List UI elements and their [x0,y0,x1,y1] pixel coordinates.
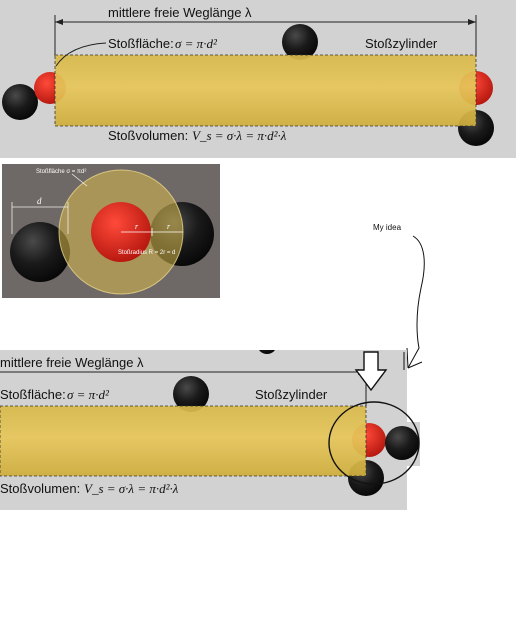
volume-label: Stoßvolumen: [108,128,188,143]
radius-label: Stoßradius R = 2r = d [118,250,175,256]
handwritten-arrow-head [406,347,423,369]
handwritten-circle [328,401,420,485]
mean-free-path-label: mittlere freie Weglänge λ [108,5,252,20]
area-label: Stoßfläche σ = πd² [36,169,86,175]
molecule-black [259,350,275,354]
molecule-black [2,84,38,120]
mean-free-path-label: mittlere freie Weglänge λ [0,355,144,370]
note-text: My idea [373,223,402,232]
r-label: r [167,222,171,231]
handwritten-curve [407,235,425,369]
arrow-head-left [55,19,63,25]
arrow-head-right [468,19,476,25]
cylinder-label: Stoßzylinder [365,36,438,51]
diagram-top-panel: mittlere freie Weglänge λ Stoßfläche: σ … [0,0,516,158]
cylinder-outline [0,405,367,477]
cross-section-formula: σ = π·d² [67,387,110,402]
molecule-black [10,222,70,282]
cross-section-label: Stoßfläche: [0,387,66,402]
d-label: d [37,196,42,206]
cylinder-outline [54,54,477,127]
collision-cylinder [0,406,366,476]
molecule-black [173,376,209,412]
collision-cylinder [55,55,476,126]
cylinder-label: Stoßzylinder [255,387,328,402]
molecule-black [385,426,419,460]
molecule-black [282,24,318,60]
volume-label: Stoßvolumen: [0,481,80,496]
cross-section-pointer [55,42,107,67]
cross-section-label: Stoßfläche: [108,36,174,51]
r-label: r [135,222,139,231]
cross-section-formula: σ = π·d² [175,36,218,51]
diagram-small-panel: d r r Stoßfläche σ = πd² Stoßradius R = … [2,164,220,298]
volume-formula: V_s = σ·λ = π·d²·λ [84,481,179,496]
outline-arrow-down [354,351,388,392]
volume-formula: V_s = σ·λ = π·d²·λ [192,128,287,143]
diagram-bottom-panel: mittlere freie Weglänge λ Stoßfläche: σ … [0,350,420,510]
area-pointer [71,173,88,187]
handwritten-arrow [406,235,425,369]
